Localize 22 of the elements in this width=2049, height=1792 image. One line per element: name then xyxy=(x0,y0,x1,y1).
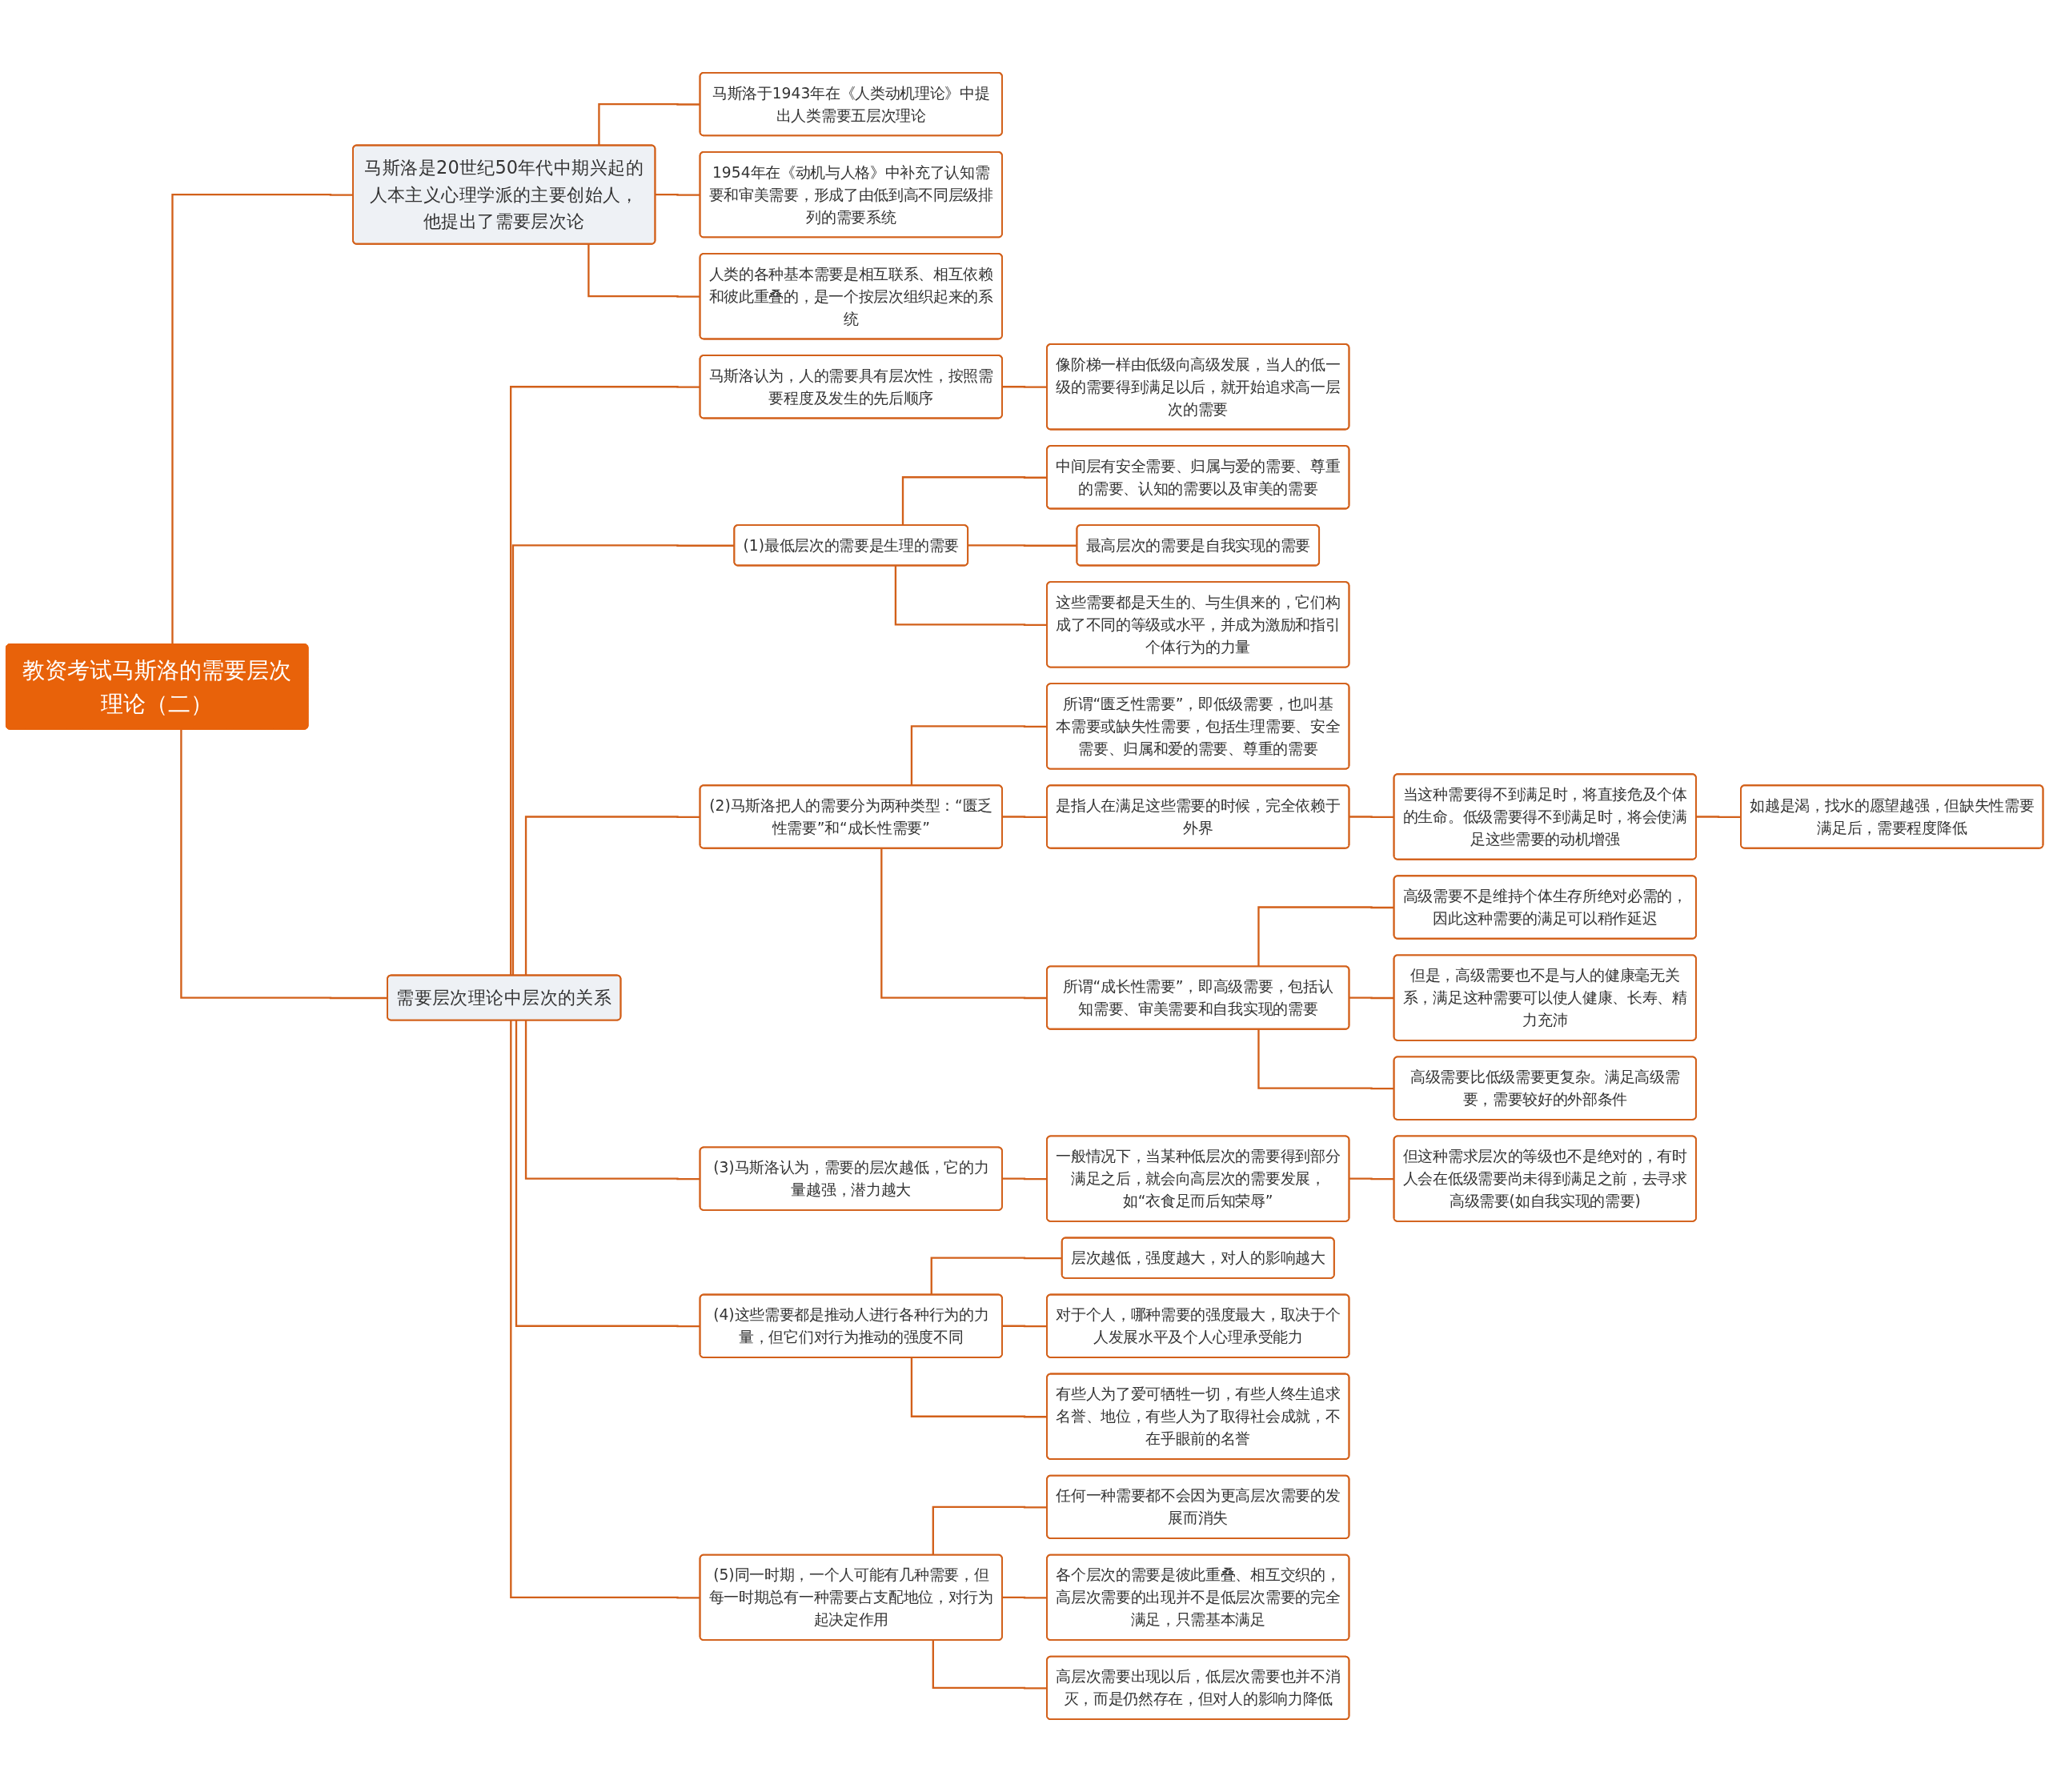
connector xyxy=(1001,816,1048,819)
connector xyxy=(1001,386,1048,388)
connector xyxy=(910,1357,1048,1418)
connector xyxy=(932,1640,1048,1690)
connector xyxy=(524,816,700,976)
connector xyxy=(910,725,1048,786)
connector xyxy=(511,544,735,976)
connector xyxy=(1001,1325,1048,1328)
connector xyxy=(894,566,1048,626)
connector xyxy=(1001,1177,1048,1181)
connector xyxy=(901,476,1048,526)
connector xyxy=(880,848,1048,1000)
connector xyxy=(1257,906,1394,967)
connector xyxy=(1001,1596,1048,1599)
connector xyxy=(510,1020,700,1599)
connector xyxy=(510,386,700,976)
connector xyxy=(587,244,700,298)
connector xyxy=(524,1020,700,1181)
connector xyxy=(515,1020,700,1328)
connector xyxy=(1257,1029,1394,1090)
connector xyxy=(598,102,700,146)
connector xyxy=(932,1505,1048,1556)
